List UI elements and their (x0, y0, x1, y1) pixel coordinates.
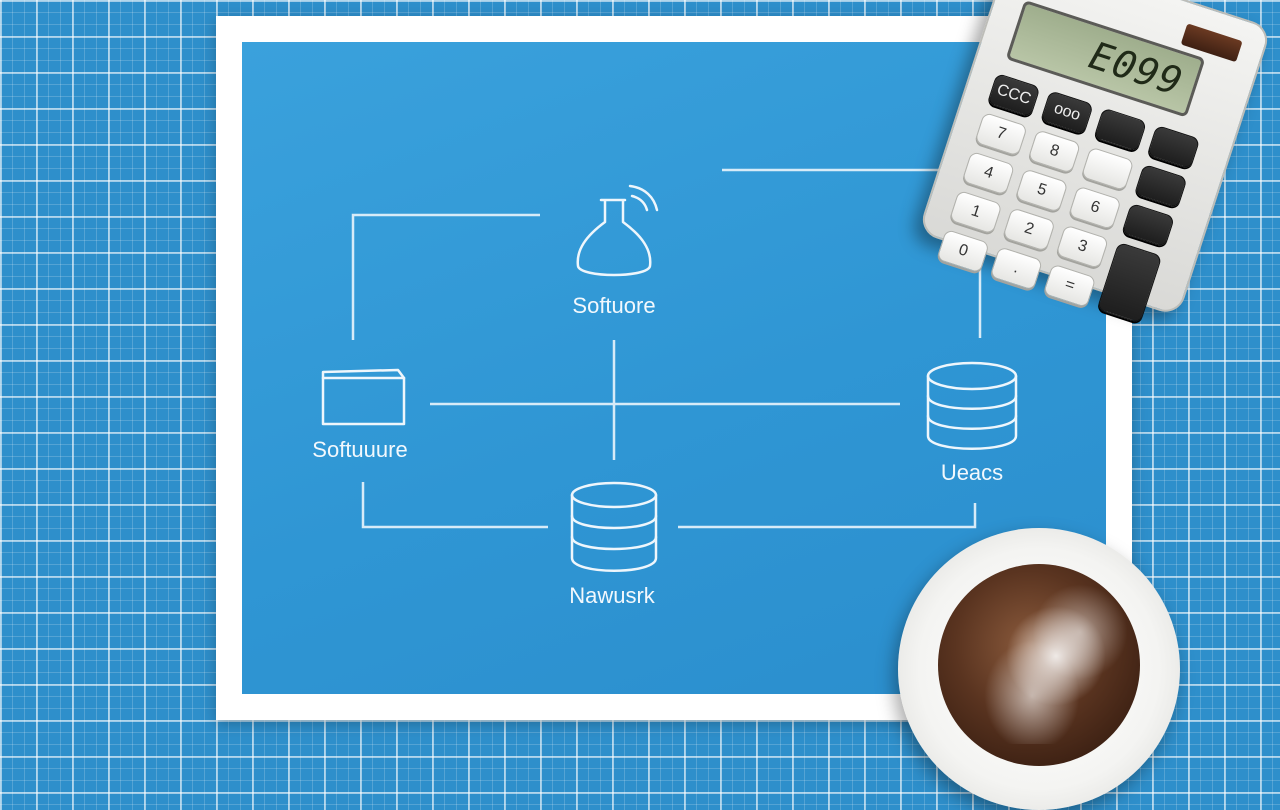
calculator-key: 5 (1014, 168, 1069, 213)
calculator-key: 1 (948, 189, 1003, 235)
calculator-key: CCC (986, 72, 1041, 118)
node-left-label: Softuuure (312, 437, 407, 462)
coffee-liquid (938, 564, 1140, 766)
connector-left-bottom (361, 482, 548, 529)
calculator-key: 7 (974, 111, 1028, 157)
calculator-key: 3 (1055, 224, 1110, 270)
folder-icon (321, 368, 406, 426)
node-top-label: Softuore (572, 293, 655, 318)
calculator-key: 6 (1068, 185, 1122, 231)
calculator-key (1093, 107, 1148, 153)
database-icon (570, 481, 658, 572)
calculator-key (1096, 241, 1163, 324)
database-icon (926, 361, 1018, 450)
calculator-key (1121, 202, 1176, 248)
calculator-key: 4 (961, 150, 1016, 196)
calculator-key (1146, 124, 1201, 170)
flask-wifi-icon (576, 184, 659, 277)
node-bottom: Nawusrk (569, 481, 658, 608)
calculator-key (1134, 163, 1188, 209)
node-bottom-label: Nawusrk (569, 583, 656, 608)
steam (968, 584, 1128, 744)
connector-lines (351, 168, 982, 529)
node-right: Ueacs (926, 361, 1018, 485)
connector-bottom-right (678, 503, 977, 529)
node-top: Softuore (572, 184, 659, 318)
calculator-key: ooo (1040, 90, 1094, 135)
connector-top-left (351, 213, 540, 340)
calculator-key (1080, 146, 1135, 192)
calculator-key: 8 (1027, 129, 1082, 174)
coffee-cup (898, 528, 1180, 810)
node-left: Softuuure (312, 368, 408, 462)
calculator-key: 2 (1002, 207, 1056, 252)
node-right-label: Ueacs (941, 460, 1003, 485)
network-diagram: Softuore Softuuure Ueacs Nawusrk (312, 168, 1018, 608)
